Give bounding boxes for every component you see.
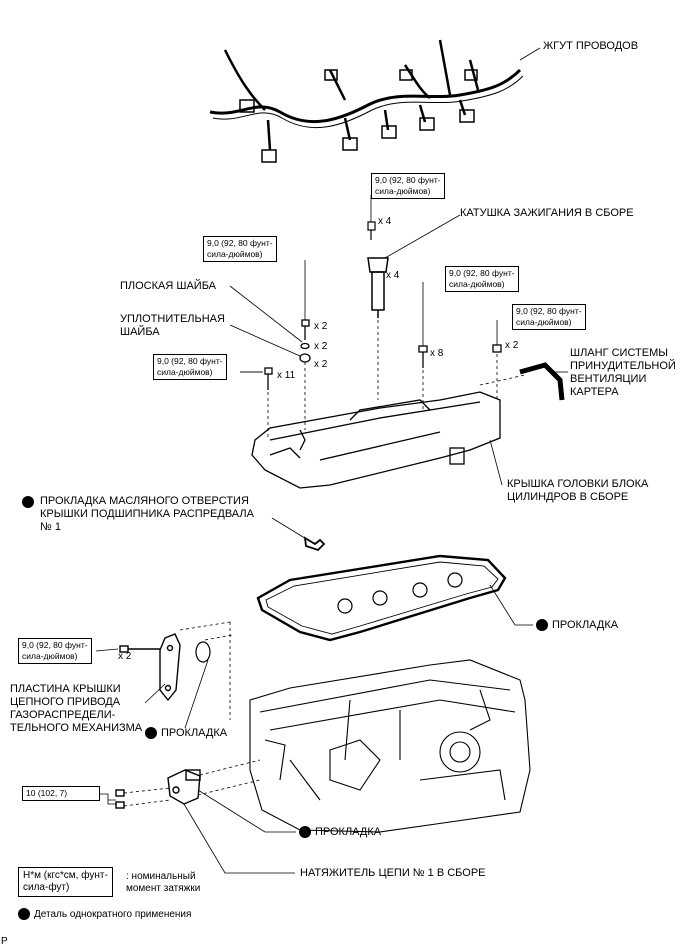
qty-plate-bolt: x 2 <box>118 651 132 662</box>
label-wire-harness: ЖГУТ ПРОВОДОВ <box>543 40 639 52</box>
cover-gasket-drawing <box>256 554 507 642</box>
label-ignition-coil: КАТУШКА ЗАЖИГАНИЯ В СБОРЕ <box>460 207 634 219</box>
torque-box-cover-bolt-center: 9,0 (92, 80 фунт- сила-дюймов) <box>445 266 519 292</box>
bearing-cap-gasket-text: ПРОКЛАДКА МАСЛЯНОГО ОТВЕРСТИЯ КРЫШКИ ПОД… <box>40 495 254 533</box>
torque-box-cover-bolt-left: 9,0 (92, 80 фунт- сила-дюймов) <box>153 354 227 380</box>
label-gasket-tensioner: ПРОКЛАДКА <box>299 826 381 839</box>
label-head-cover: КРЫШКА ГОЛОВКИ БЛОКА ЦИЛИНДРОВ В СБОРЕ <box>507 478 649 503</box>
non-reusable-icon <box>536 619 548 632</box>
legend-units-desc: : номинальный момент затяжки <box>126 871 201 894</box>
qty-bolt: x 2 <box>314 321 328 332</box>
nonreusable-text: Деталь однократного применения <box>34 909 192 920</box>
ignition-coil-drawing <box>367 221 389 318</box>
legend-nonreusable: Деталь однократного применения <box>18 908 191 921</box>
torque-box-tensioner: 10 (102, 7) <box>22 786 100 801</box>
chain-cover-plate-drawing <box>119 633 211 702</box>
torque-box-coil: 9,0 (92, 80 фунт- сила-дюймов) <box>371 173 445 199</box>
non-reusable-icon <box>145 727 157 740</box>
gasket-text: ПРОКЛАДКА <box>552 619 619 631</box>
qty-coil-bolt: x 4 <box>378 216 392 227</box>
torque-box-washer-bolt: 9,0 (92, 80 фунт- сила-дюймов) <box>203 236 277 262</box>
label-chain-cover-plate: ПЛАСТИНА КРЫШКИ ЦЕПНОГО ПРИВОДА ГАЗОРАСП… <box>10 683 143 734</box>
gasket-text: ПРОКЛАДКА <box>161 727 228 739</box>
qty-nut: x 2 <box>505 340 519 351</box>
non-reusable-icon <box>299 826 311 839</box>
non-reusable-icon <box>18 908 30 921</box>
qty-bolt-left: x 11 <box>277 370 296 381</box>
engine-block-drawing <box>249 659 531 833</box>
legend-units-box: Н*м (кгс*см, фунт- сила-фут) <box>18 867 113 897</box>
bearing-cap-gasket-drawing <box>303 536 326 552</box>
pcv-hose-drawing <box>519 362 565 401</box>
qty-flat-washer: x 2 <box>314 341 328 352</box>
qty-seal-washer: x 2 <box>314 359 328 370</box>
chain-tensioner-drawing <box>115 769 201 809</box>
gasket-text: ПРОКЛАДКА <box>315 826 382 838</box>
wire-harness-drawing <box>209 39 524 163</box>
label-pcv-hose: ШЛАНГ СИСТЕМЫ ПРИНУДИТЕЛЬНОЙ ВЕНТИЛЯЦИИ … <box>570 347 676 398</box>
corner-mark: P <box>1 936 8 947</box>
label-seal-washer: УПЛОТНИТЕЛЬНАЯ ШАЙБА <box>120 313 225 338</box>
non-reusable-icon <box>22 496 34 508</box>
qty-coil: x 4 <box>386 270 400 281</box>
label-gasket-plate: ПРОКЛАДКА <box>145 727 227 740</box>
torque-box-plate-bolt: 9,0 (92, 80 фунт- сила-дюймов) <box>18 638 92 664</box>
qty-bolt-center: x 8 <box>430 348 444 359</box>
label-flat-washer: ПЛОСКАЯ ШАЙБА <box>120 280 217 292</box>
head-cover-drawing <box>251 391 501 489</box>
bolts-drawing <box>264 319 502 390</box>
label-gasket-cover: ПРОКЛАДКА <box>536 619 618 632</box>
torque-box-cover-nut: 9,0 (92, 80 фунт- сила-дюймов) <box>512 304 586 330</box>
label-tensioner: НАТЯЖИТЕЛЬ ЦЕПИ № 1 В СБОРЕ <box>300 867 486 879</box>
